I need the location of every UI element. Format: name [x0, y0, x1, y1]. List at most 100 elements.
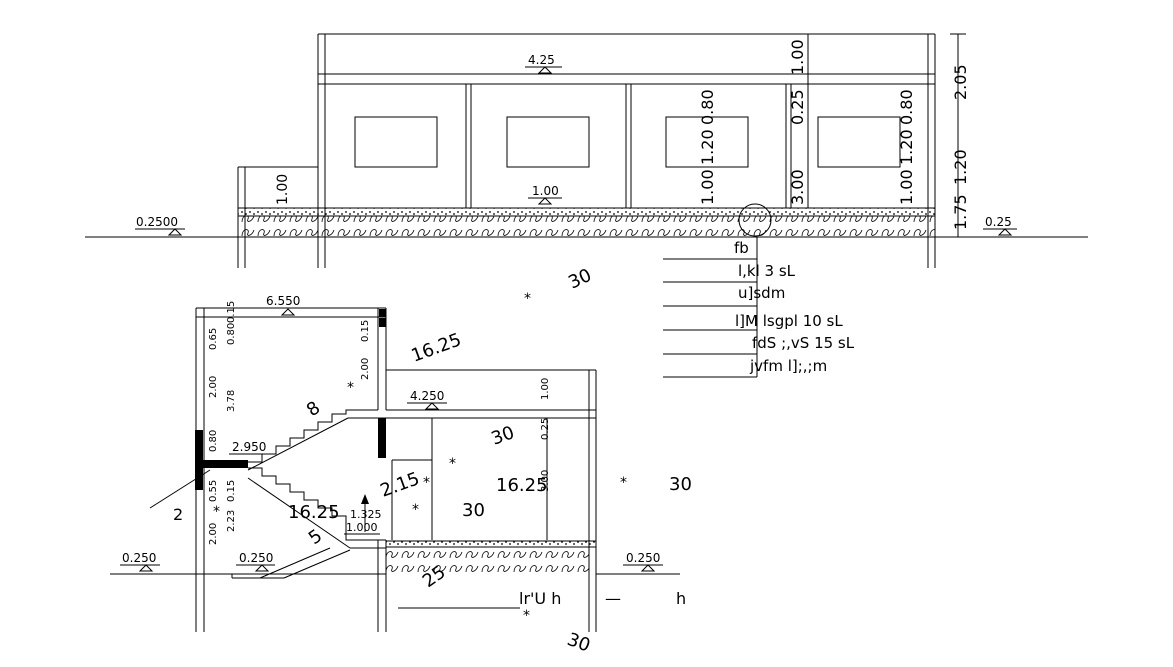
- svg-text:0.25: 0.25: [540, 418, 551, 440]
- legend-item: jvfm l];,;m: [749, 357, 827, 375]
- svg-text:2.00: 2.00: [208, 523, 219, 545]
- annotation: 30: [462, 500, 485, 521]
- step-height-label: 1.00: [275, 174, 291, 205]
- soil-hatch: [386, 548, 589, 574]
- upper-stair: [248, 409, 378, 463]
- dims-c: 1.00 1.20 0.80: [897, 89, 916, 205]
- left-dim-065: 0.65: [208, 328, 219, 350]
- annotation: 30: [489, 422, 518, 450]
- annotation: 30: [565, 265, 595, 294]
- svg-text:3.00: 3.00: [788, 169, 807, 205]
- section-ground-right: 0.250: [626, 551, 660, 565]
- left-dim-200: 2.00: [208, 376, 219, 398]
- window: [354, 116, 438, 168]
- floor-slab: [237, 207, 936, 217]
- arrow-up-icon: [361, 494, 369, 504]
- annotation: 30: [564, 629, 593, 657]
- svg-text:2.05: 2.05: [951, 64, 970, 100]
- svg-text:2.00: 2.00: [360, 358, 371, 380]
- level-marker-icon: [537, 66, 553, 74]
- mid-dim-200: 2.00: [360, 358, 371, 380]
- svg-text:3.78: 3.78: [226, 390, 237, 412]
- legend: fb l,kl 3 sL u]sdm l]M lsgpl 10 sL fdS ;…: [663, 237, 855, 378]
- detail-circle: [738, 203, 772, 237]
- svg-text:0.80: 0.80: [226, 323, 237, 345]
- floor-slab: [385, 540, 597, 548]
- legend-item: u]sdm: [738, 284, 785, 302]
- svg-text:0.80: 0.80: [698, 89, 717, 125]
- section-ground-left: 0.250: [122, 551, 156, 565]
- right-dim-025: 0.25: [540, 418, 551, 440]
- level-marker-icon: [167, 228, 183, 236]
- asterisk-icon: *: [523, 608, 530, 624]
- dims-a: 1.00 1.20 0.80: [698, 89, 717, 205]
- stair-level-2-label: 1.000: [346, 521, 378, 534]
- right-dim-100: 1.00: [540, 378, 551, 400]
- elevation-view: 4.25 1.00 0.2500 0.25 1.00 1.00 1.20 0.8…: [85, 33, 1088, 268]
- left-dim-223: 2.23: [226, 510, 237, 532]
- bottom-note-dash: —: [605, 589, 621, 608]
- legend-item: l,kl 3 sL: [738, 262, 796, 280]
- level-marker-icon: [537, 197, 553, 205]
- top-level-label: 6.550: [266, 294, 300, 308]
- left-dim-015: 0.15: [226, 480, 237, 502]
- wall-post: [378, 418, 386, 458]
- svg-text:0.15: 0.15: [226, 480, 237, 502]
- annotation: 30: [669, 474, 692, 495]
- landing-beam: [203, 460, 248, 468]
- svg-text:1.00: 1.00: [897, 169, 916, 205]
- annotation: 2.15: [378, 468, 423, 501]
- window: [817, 116, 901, 168]
- left-dim-055: 0.55: [208, 480, 219, 502]
- window: [506, 116, 590, 168]
- svg-text:3.00: 3.00: [540, 470, 551, 492]
- section-view: 6.550 4.250 2.950 1.325 1.000 0.250 0.25…: [110, 294, 680, 632]
- annotation: 16.25: [409, 329, 465, 366]
- svg-text:0.15: 0.15: [360, 320, 371, 342]
- ground-right-label: 0.25: [985, 215, 1012, 229]
- dims-b: 3.00 0.25 1.00: [788, 39, 807, 205]
- section-ground-mid: 0.250: [239, 551, 273, 565]
- asterisk-icon: *: [347, 380, 354, 396]
- asterisk-icon: *: [213, 504, 220, 520]
- dims-right: 1.75 1.20 2.05: [951, 64, 970, 230]
- svg-text:0.15: 0.15: [226, 301, 237, 323]
- ground-left-label: 0.2500: [136, 215, 178, 229]
- left-dim-200b: 2.00: [208, 523, 219, 545]
- svg-text:2.00: 2.00: [208, 376, 219, 398]
- annotation: 16.25: [288, 502, 340, 523]
- stair-level-label: 1.325: [350, 508, 382, 521]
- level-marker-icon: [138, 564, 154, 572]
- svg-text:0.80: 0.80: [208, 430, 219, 452]
- level-marker-icon: [254, 564, 270, 572]
- level-marker-icon: [640, 564, 656, 572]
- window: [665, 116, 749, 168]
- svg-text:1.00: 1.00: [788, 39, 807, 75]
- asterisk-icon: *: [524, 291, 531, 307]
- level-marker-icon: [997, 228, 1013, 236]
- level-marker-icon: [424, 402, 440, 410]
- svg-text:0.25: 0.25: [788, 89, 807, 125]
- door-level-label: 1.00: [532, 184, 559, 198]
- svg-text:2.23: 2.23: [226, 510, 237, 532]
- svg-text:1.00: 1.00: [540, 378, 551, 400]
- lower-stair: [248, 467, 386, 541]
- legend-item: fdS ;,vS 15 sL: [752, 334, 855, 352]
- soil-hatch: [238, 216, 935, 238]
- bottom-note-left: lr'U h: [519, 589, 561, 608]
- mid-dim-015: 0.15: [360, 320, 371, 342]
- asterisk-icon: *: [620, 475, 627, 491]
- asterisk-icon: *: [423, 475, 430, 491]
- svg-text:1.20: 1.20: [698, 129, 717, 165]
- grid-label: 2: [173, 505, 183, 524]
- top-width-label: 4.25: [528, 53, 555, 67]
- wall-post: [195, 430, 203, 490]
- right-dim-300: 3.00: [540, 470, 551, 492]
- step-count-upper: 8: [303, 397, 324, 421]
- left-dim-080: 0.80: [208, 430, 219, 452]
- svg-text:1.20: 1.20: [951, 149, 970, 185]
- svg-text:1.75: 1.75: [951, 194, 970, 230]
- svg-text:0.80: 0.80: [897, 89, 916, 125]
- svg-text:0.55: 0.55: [208, 480, 219, 502]
- bottom-note: lr'U h — h: [519, 589, 686, 608]
